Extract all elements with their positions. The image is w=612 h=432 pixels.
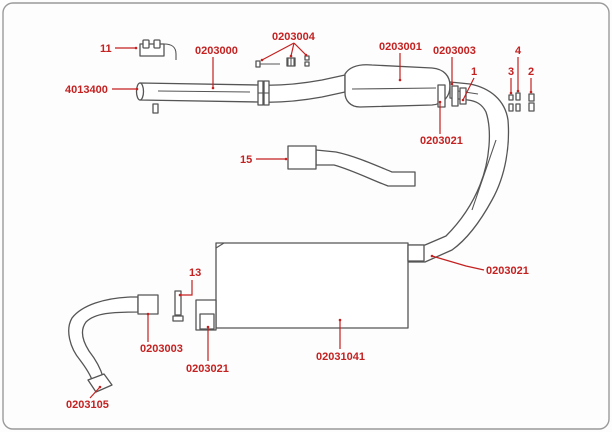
leader-3-tip [509,91,513,95]
rear-muffler-0203001 [344,64,451,108]
front-pipe-0203105 [68,294,159,393]
leader-02031041-tip [338,318,342,322]
leader-4-tip [516,89,520,93]
leader-11-tip [134,46,138,50]
leader-0203000-tip [211,86,215,90]
leader-4013400-tip [135,87,139,91]
leader-0203001-tip [398,78,402,82]
leader-15-tip [284,157,288,161]
label-0203105: 0203105 [66,399,109,411]
label-3: 3 [508,66,514,78]
label-0203021-mid: 0203021 [486,265,529,277]
label-0203021-bottom: 0203021 [186,363,229,375]
bent-pipe-15 [287,145,416,187]
leader-lines [89,42,533,399]
tail-pipe-0203000 [135,74,346,114]
label-4013400: 4013400 [65,84,108,96]
leader-0203004-a-tip [260,58,264,62]
leader-0203003-top-tip [450,82,454,86]
leader-0203004-a [261,42,295,61]
leader-0203021-top-tip [438,100,442,104]
leader-0203021-mid [431,255,485,271]
label-11: 11 [100,43,112,55]
label-13: 13 [189,267,201,279]
leader-2-tip [529,90,533,94]
label-0203000: 0203000 [195,45,238,57]
leader-13-tip [178,293,182,297]
label-1: 1 [471,66,477,78]
leader-0203021-bottom-tip [206,325,210,329]
bolt-set-0203004 [255,55,310,68]
leader-1-tip [461,98,465,102]
label-0203004: 0203004 [272,31,316,43]
leader-0203105 [89,386,101,399]
leader-0203004-c [293,42,307,56]
clamp-13 [172,290,184,322]
leader-0203004-b-tip [289,54,293,58]
leader-0203105-tip [98,385,102,389]
label-4: 4 [515,45,522,57]
intermediate-pipe [407,81,510,263]
center-muffler-02031041 [195,242,425,331]
label-0203003-bottom: 0203003 [140,343,183,355]
label-15: 15 [240,154,252,166]
hanger-11 [139,39,177,60]
label-2: 2 [528,66,534,78]
leader-13 [180,280,193,296]
leader-0203021-mid-tip [430,254,434,258]
label-0203001: 0203001 [379,41,422,53]
fastener-parts-2-3-4 [508,92,535,112]
leader-0203003-bottom-tip [146,312,150,316]
leader-0203004-c-tip [304,53,308,57]
label-0203003-top: 0203003 [433,45,476,57]
leader-1 [462,77,475,101]
leader-0203004-b [290,42,295,57]
label-0203021-top: 0203021 [420,135,463,147]
label-02031041: 02031041 [316,351,365,363]
